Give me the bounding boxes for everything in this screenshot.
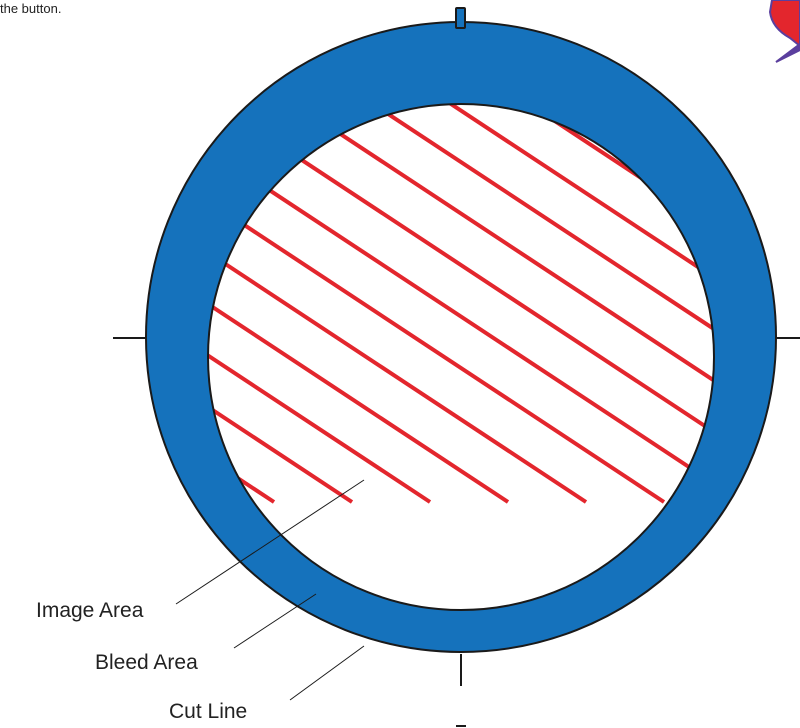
image-area-circle <box>208 104 714 610</box>
corner-graphic <box>770 0 800 62</box>
caption-text: the button. <box>0 1 61 16</box>
cut-line-label: Cut Line <box>169 700 247 723</box>
corner-graphic-red-shape <box>770 0 800 46</box>
bleed-area-leader <box>234 594 316 648</box>
image-area-label: Image Area <box>36 599 144 622</box>
cut-line-leader <box>290 646 364 700</box>
top-alignment-notch <box>456 8 465 28</box>
corner-graphic-purple-stroke <box>776 44 800 62</box>
bleed-area-label: Bleed Area <box>95 651 198 674</box>
